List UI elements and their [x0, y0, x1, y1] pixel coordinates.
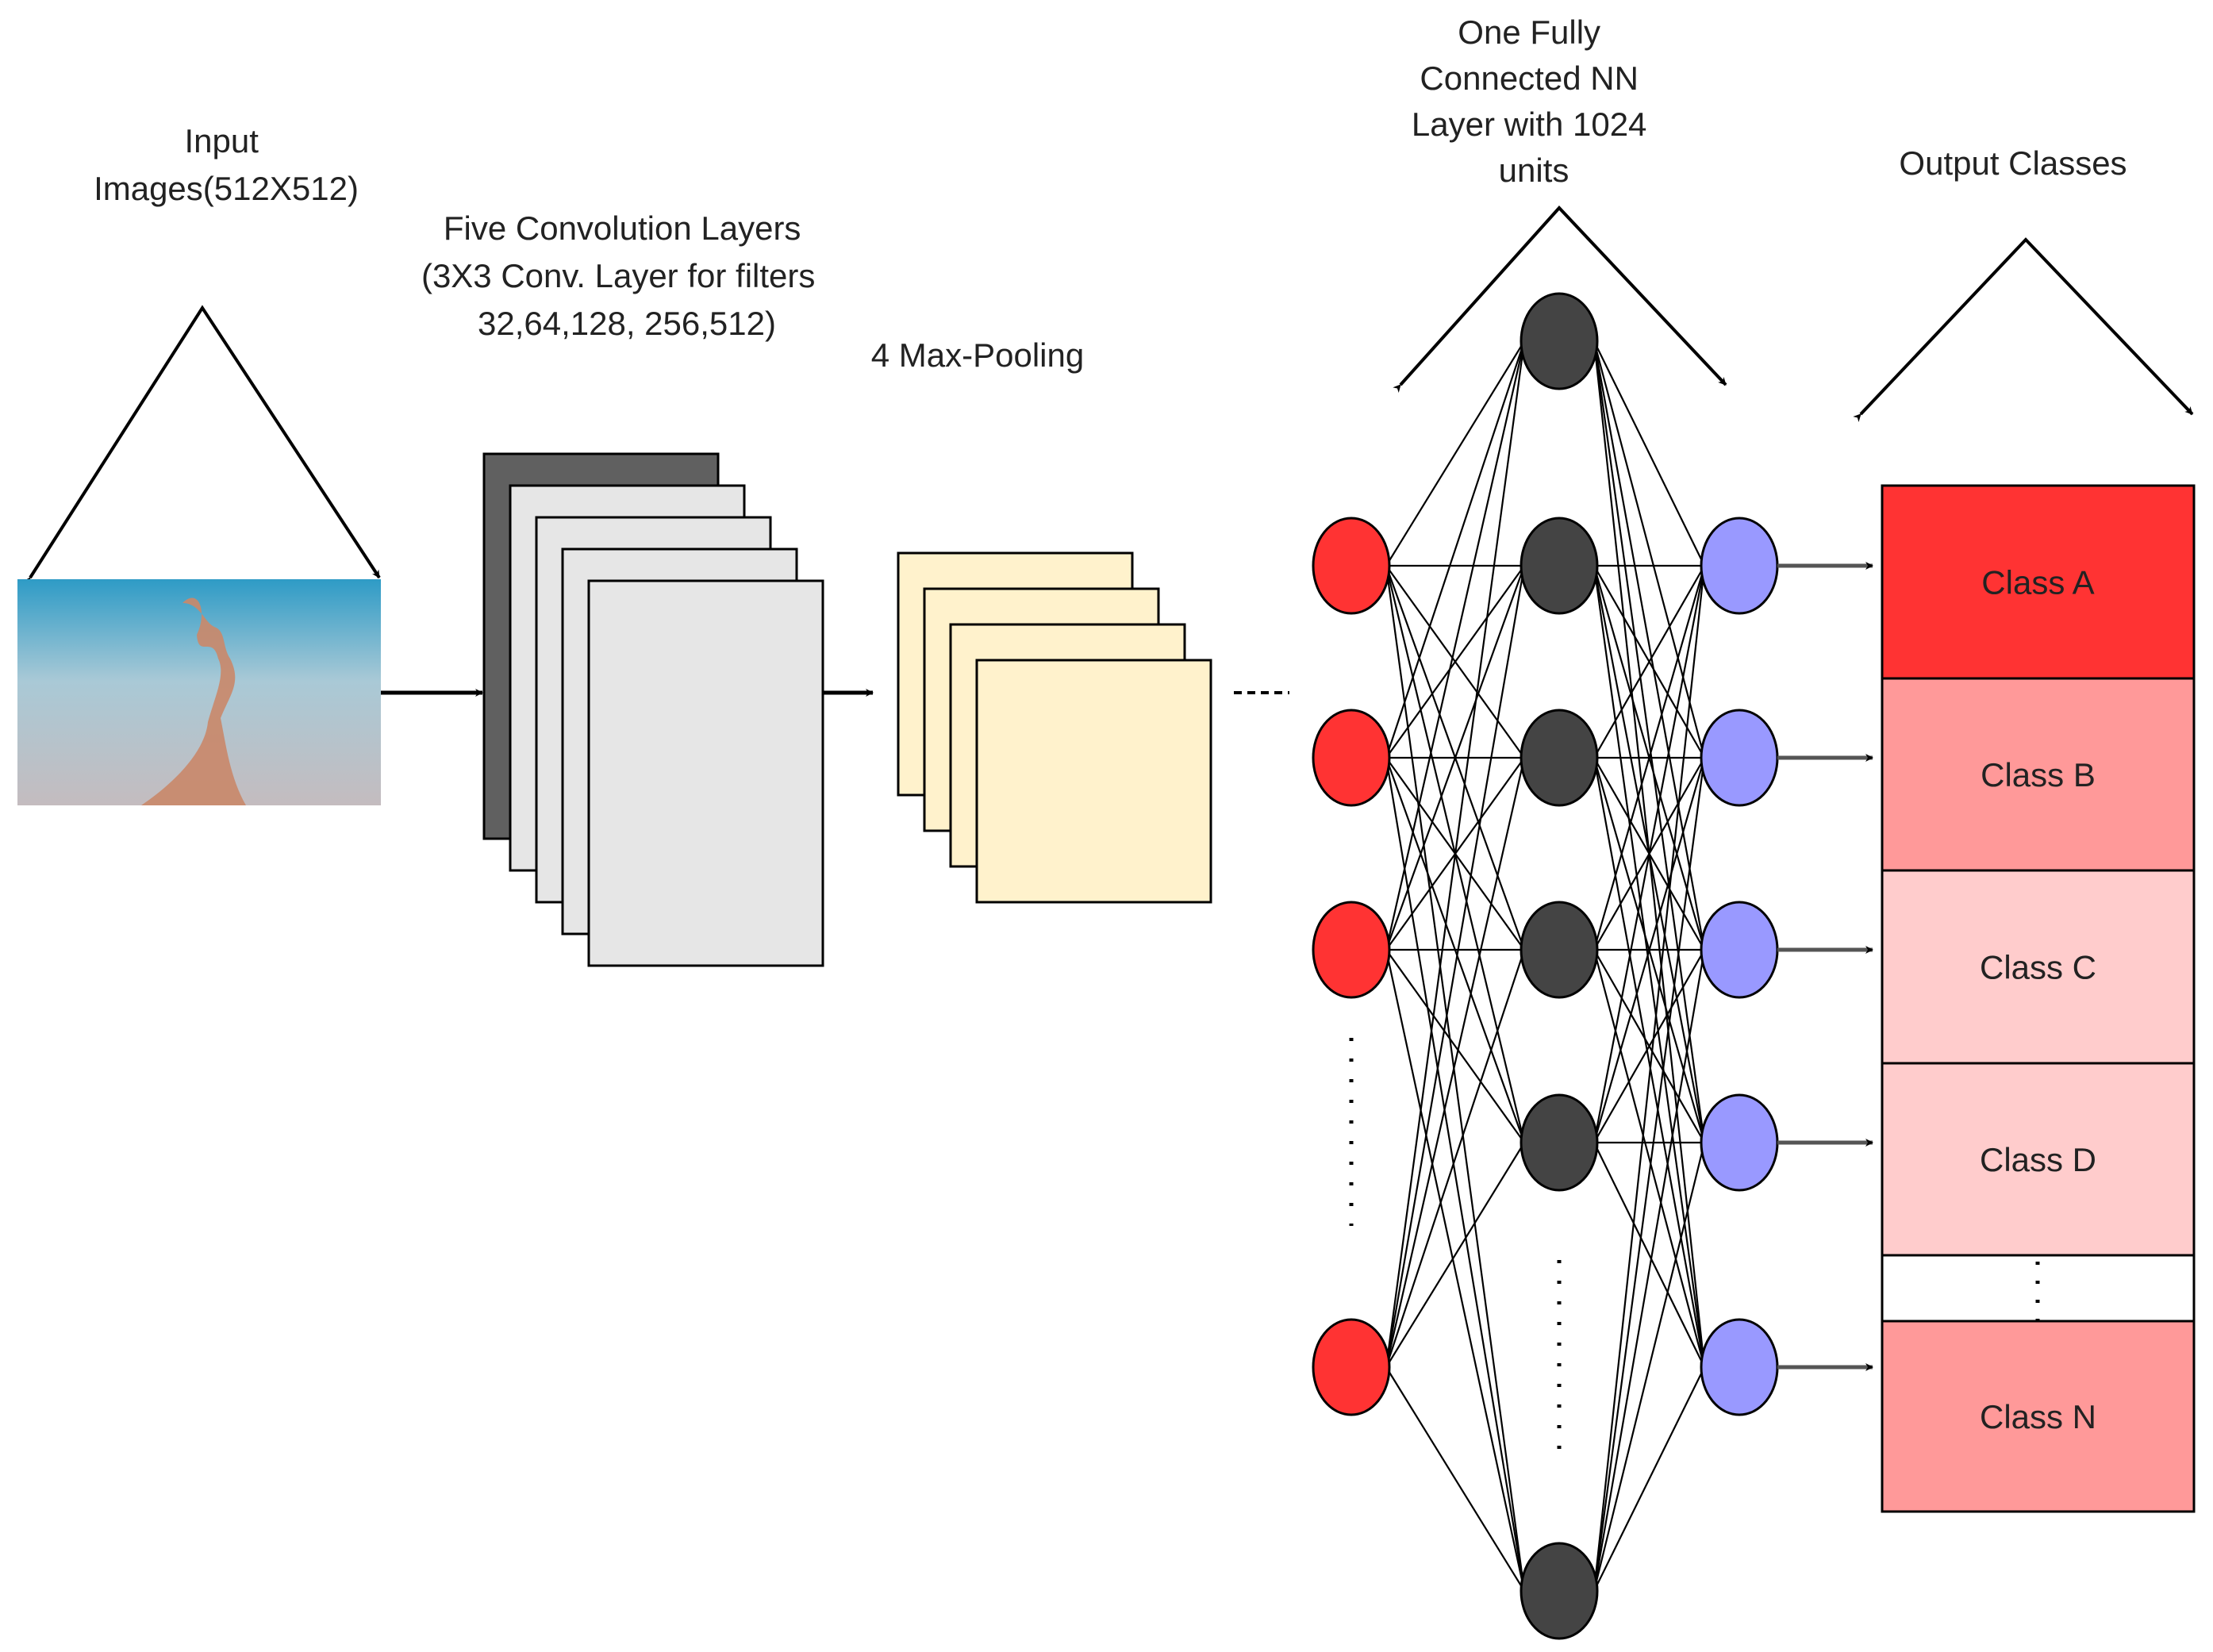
fc-edge [1593, 949, 1706, 1592]
class-label: Class N [1980, 1398, 2096, 1435]
class-boxes: Class A Class B Class C Class D Class N [1881, 484, 2196, 1513]
hidden-node [1520, 1093, 1599, 1192]
hand-photo-icon [17, 579, 381, 805]
input-label: Input Images(512X512) [94, 122, 359, 207]
fc-edge [1593, 340, 1706, 1143]
fc-connections [1385, 340, 1706, 1592]
output-arrows [1777, 562, 1873, 1371]
output-node [1700, 901, 1779, 999]
fc-edge [1385, 949, 1525, 1143]
input-node [1312, 901, 1391, 999]
fc-edge [1385, 340, 1526, 759]
fc-nodes [1312, 292, 1779, 1640]
fc-edge [1385, 1142, 1525, 1368]
conv-section: Five Convolution Layers (3X3 Conv. Layer… [421, 209, 874, 967]
fc-label: One Fully Connected NN Layer with 1024 u… [1412, 13, 1656, 189]
fc-edge [1593, 565, 1706, 1368]
input-node [1312, 517, 1391, 615]
conv-layer-5 [587, 579, 824, 967]
fc-edge [1593, 565, 1706, 951]
fc-edge [1593, 1142, 1706, 1592]
class-label: Class D [1980, 1141, 2096, 1178]
fc-edge [1593, 565, 1706, 1592]
class-box [1881, 1062, 2196, 1257]
pool-label: 4 Max-Pooling [871, 336, 1084, 374]
fc-edge [1593, 1142, 1705, 1368]
fc-edge [1385, 340, 1525, 567]
fc-edge [1385, 565, 1526, 1592]
fc-edge [1385, 565, 1526, 951]
fc-edge [1385, 1366, 1525, 1592]
conv-label: Five Convolution Layers (3X3 Conv. Layer… [421, 209, 824, 342]
fc-bracket [1393, 206, 1727, 394]
hidden-node [1520, 901, 1599, 999]
input-section: Input Images(512X512) [17, 122, 483, 805]
fc-section: One Fully Connected NN Layer with 1024 u… [1312, 13, 1779, 1640]
fc-edge [1593, 757, 1706, 1143]
fc-edge [1385, 565, 1525, 759]
fc-edge [1593, 565, 1706, 1143]
fc-edge [1593, 340, 1706, 759]
input-node [1312, 1318, 1391, 1416]
fc-edge [1385, 757, 1526, 1592]
input-bracket [22, 305, 381, 586]
input-node [1312, 709, 1391, 807]
class-box [1881, 677, 2196, 872]
output-node [1700, 1093, 1779, 1192]
fc-edge [1593, 949, 1706, 1368]
class-label: Class C [1980, 949, 2096, 986]
fc-edge [1593, 565, 1705, 759]
fc-edge [1385, 757, 1526, 1368]
class-label: Class B [1981, 756, 2096, 793]
output-node [1700, 709, 1779, 807]
hidden-node [1520, 709, 1599, 807]
fc-edge [1385, 565, 1526, 1368]
hidden-node [1520, 292, 1599, 390]
fc-edge [1385, 949, 1526, 1368]
hidden-node [1520, 1542, 1599, 1640]
output-node [1700, 517, 1779, 615]
fc-edge [1593, 1366, 1705, 1592]
class-box [1881, 484, 2196, 680]
pool-section: 4 Max-Pooling [871, 336, 1289, 904]
hidden-node [1520, 517, 1599, 615]
fc-edge [1385, 340, 1526, 1368]
class-label: Class A [1981, 564, 2094, 601]
pool-layer-4 [975, 659, 1212, 904]
fc-edge [1385, 949, 1526, 1592]
fc-edge [1593, 757, 1706, 1592]
fc-edge [1593, 340, 1706, 951]
output-bracket [1853, 237, 2194, 422]
fc-edge [1593, 949, 1705, 1143]
fc-edge [1593, 757, 1706, 1368]
class-box [1881, 1320, 2196, 1513]
class-box [1881, 869, 2196, 1065]
output-node [1700, 1318, 1779, 1416]
output-label: Output Classes [1899, 144, 2127, 182]
fc-edge [1385, 340, 1526, 951]
class-gap-row [1881, 1254, 2196, 1323]
fc-edge [1593, 340, 1705, 567]
